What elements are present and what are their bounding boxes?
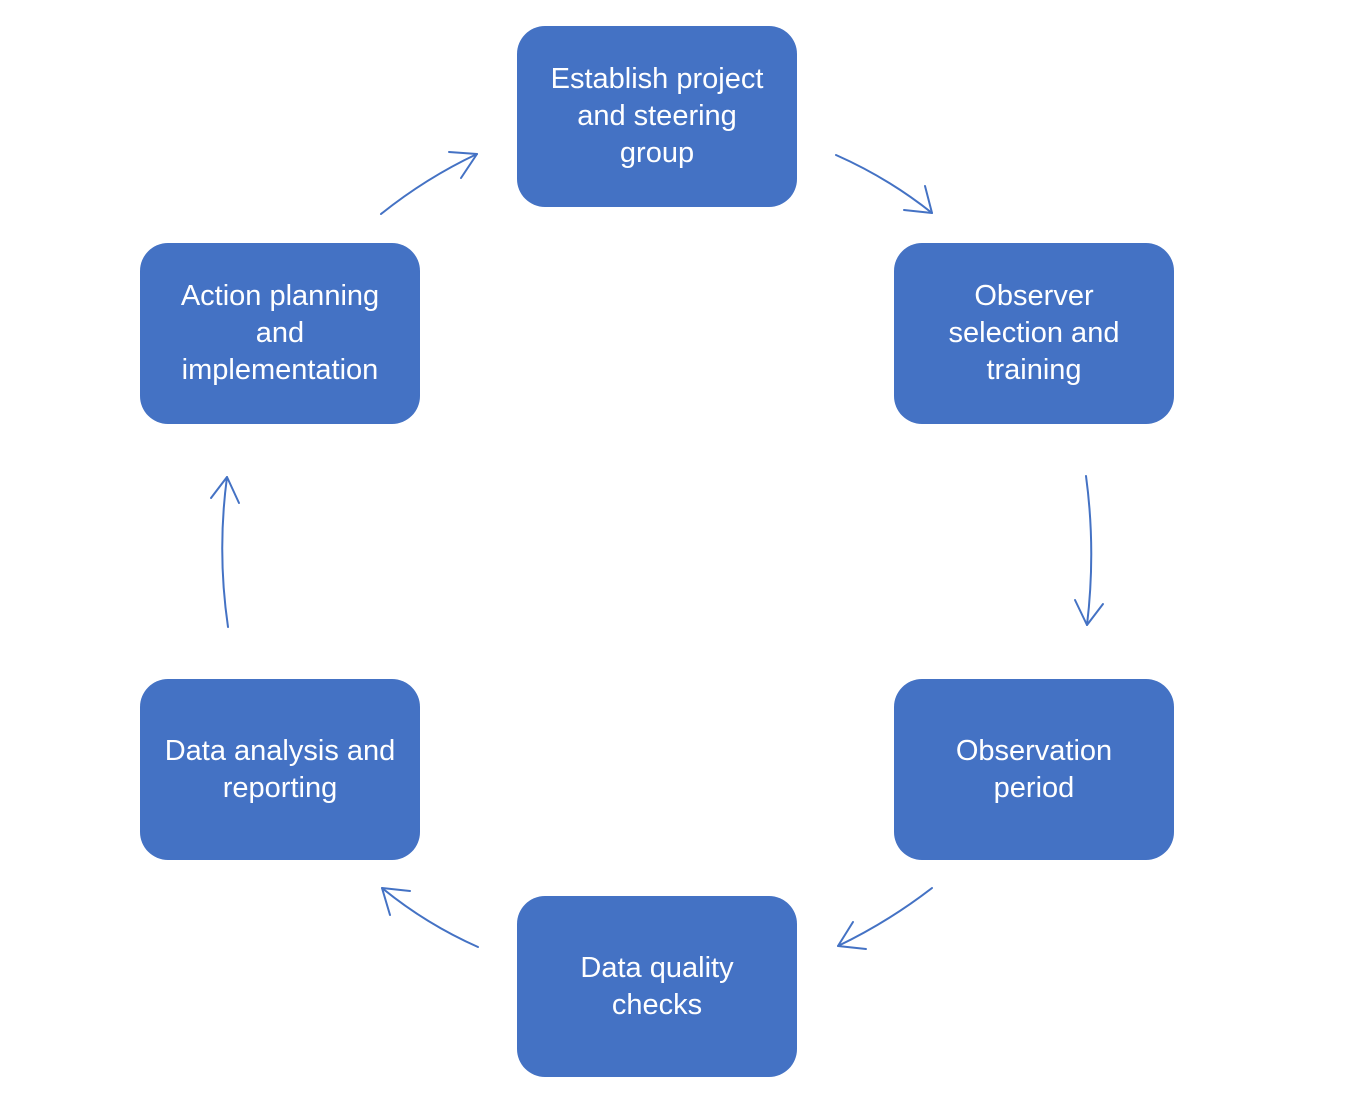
label-line: Action planning [180,280,380,312]
label-line: Data quality [580,951,734,984]
node-label: Data quality checks [580,950,733,1024]
node-label: Observation period [956,733,1112,807]
label-line: Establish project [550,63,764,95]
label-line: reporting [222,771,338,804]
arrow-shaft [1085,475,1093,626]
arrow-shaft [835,154,933,214]
arrow-head [448,151,478,179]
node-establish-project: Establish project and steering group [517,26,797,207]
node-action-planning: Action planning and implementation [140,243,420,424]
label-line: Observation [955,734,1113,767]
node-data-quality-checks: Data quality checks [517,896,797,1077]
arrow-data-analysis-to-action-planning [210,476,240,628]
label-line: group [619,137,695,169]
arrow-head [903,185,933,214]
label-line: period [993,771,1075,804]
label-line: training [986,354,1082,386]
label-line: and [255,317,305,349]
arrow-shaft [381,887,479,948]
arrow-action-planning-to-establish [380,151,478,215]
arrow-shaft [221,476,229,628]
node-label: Observer selection and training [949,278,1120,389]
arrow-head [1074,599,1104,626]
label-line: and steering [577,100,737,132]
node-label: Establish project and steering group [551,61,764,172]
label-line: checks [611,988,703,1021]
arrow-data-quality-to-data-analysis [381,887,479,948]
arrow-observer-selection-to-observation-period [1074,475,1104,626]
node-observer-selection: Observer selection and training [894,243,1174,424]
node-observation-period: Observation period [894,679,1174,860]
arrow-shaft [380,153,478,215]
arrow-head [210,476,240,504]
arrow-observation-period-to-data-quality [837,887,933,950]
arrow-establish-to-observer-selection [835,154,933,214]
arrow-shaft [837,887,933,947]
label-line: selection and [948,317,1120,349]
node-label: Data analysis and reporting [165,733,396,807]
node-data-analysis: Data analysis and reporting [140,679,420,860]
node-label: Action planning and implementation [181,278,379,389]
label-line: Data analysis and [164,734,396,767]
label-line: Observer [974,280,1094,312]
label-line: implementation [181,354,379,386]
arrow-head [381,887,411,916]
arrow-head [837,921,867,950]
